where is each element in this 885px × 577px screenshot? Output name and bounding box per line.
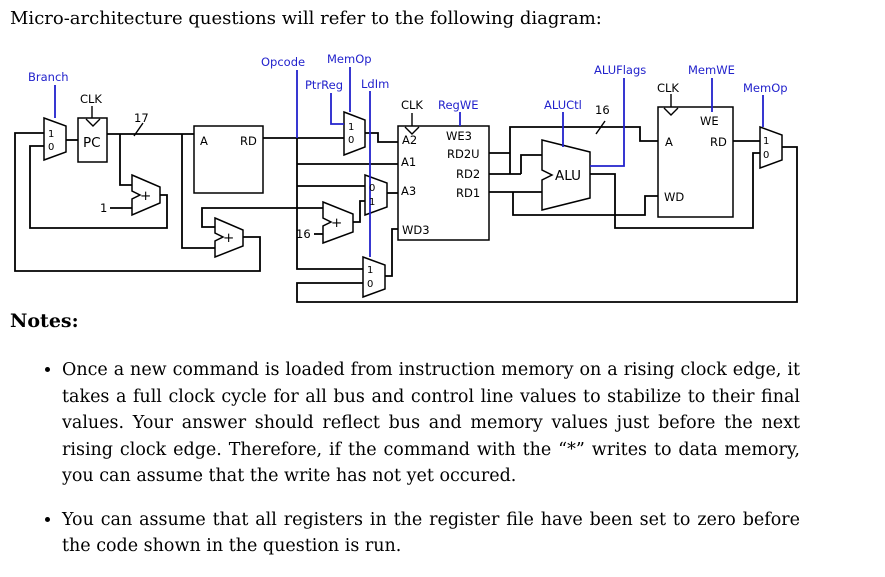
instruction-memory bbox=[193, 125, 264, 194]
label-buswidth-16: 16 bbox=[595, 103, 610, 117]
label-wd3mux-1: 1 bbox=[367, 265, 373, 276]
label-dmem-we: WE bbox=[700, 114, 719, 128]
signal-aluflags bbox=[590, 78, 625, 167]
bus-slash-17 bbox=[133, 122, 144, 137]
label-ptrregmux-1: 1 bbox=[348, 122, 354, 133]
label-dmem-wd: WD bbox=[664, 190, 684, 204]
label-const-1: 1 bbox=[100, 201, 107, 215]
pc-plus1-adder bbox=[131, 173, 161, 217]
label-clk-pc: CLK bbox=[80, 92, 102, 106]
label-a3mux-0: 0 bbox=[369, 183, 375, 194]
label-a3: A3 bbox=[401, 184, 416, 198]
label-dmem-a: A bbox=[665, 135, 673, 149]
wire-branch-target-loop bbox=[14, 132, 261, 272]
label-branchmux-1: 1 bbox=[48, 129, 54, 140]
label-memwe: MemWE bbox=[688, 63, 735, 77]
label-dmem-rd: RD bbox=[710, 135, 727, 149]
label-const-16: 16 bbox=[296, 227, 311, 241]
wire-mem-address bbox=[509, 126, 658, 174]
label-plus-branchadder: + bbox=[223, 230, 234, 246]
wire-store-data bbox=[512, 192, 658, 216]
a3-mux bbox=[364, 173, 388, 217]
page: { "title": "Micro-architecture questions… bbox=[0, 0, 885, 555]
label-plus-adder1: + bbox=[140, 188, 151, 204]
wire-alu-result bbox=[590, 152, 760, 229]
label-ptrreg: PtrReg bbox=[305, 78, 343, 92]
label-opcode: Opcode bbox=[261, 55, 305, 69]
label-a1: A1 bbox=[401, 155, 416, 169]
note-item-clock-cycle: Once a new command is loaded from instru… bbox=[62, 357, 800, 490]
alu-unit bbox=[541, 139, 591, 211]
signal-ptrreg bbox=[330, 93, 344, 125]
wire-a2-route bbox=[365, 132, 398, 143]
label-pc: PC bbox=[83, 135, 101, 151]
label-a2: A2 bbox=[402, 133, 417, 147]
label-aluctl: ALUCtl bbox=[544, 98, 582, 112]
wire-imm-vertical bbox=[296, 138, 363, 270]
page-title: Micro-architecture questions will refer … bbox=[10, 8, 602, 29]
notes-section: Notes: Once a new command is loaded from… bbox=[10, 310, 800, 577]
clock-triangle-datamem bbox=[663, 107, 679, 116]
branch-mux bbox=[43, 116, 67, 162]
clock-triangle-regfile bbox=[404, 126, 420, 135]
label-alu: ALU bbox=[555, 168, 581, 184]
wire-alu-operand-a bbox=[520, 154, 542, 174]
label-aluflags: ALUFlags bbox=[594, 63, 646, 77]
ptrreg-mux bbox=[343, 110, 366, 157]
wire-pc-to-branchadder bbox=[181, 134, 215, 249]
label-memoutmux-1: 1 bbox=[763, 136, 769, 147]
wire-wd3mux-out bbox=[385, 228, 398, 277]
wd3-mux bbox=[362, 255, 386, 299]
imm16-adder bbox=[322, 200, 354, 245]
label-memop-left: MemOp bbox=[327, 52, 372, 66]
label-imem-rd: RD bbox=[240, 134, 257, 148]
notes-list: Once a new command is loaded from instru… bbox=[10, 357, 800, 560]
label-memoutmux-0: 0 bbox=[763, 150, 769, 161]
bus-slash-16 bbox=[595, 120, 606, 135]
wire-writeback-loop bbox=[296, 146, 798, 303]
label-buswidth-17: 17 bbox=[134, 111, 149, 125]
note-item-registers-zero: You can assume that all registers in the… bbox=[62, 507, 800, 560]
label-plus-imm16adder: + bbox=[331, 215, 342, 231]
label-ptrregmux-0: 0 bbox=[348, 135, 354, 146]
branch-adder bbox=[214, 216, 244, 259]
label-wd3mux-0: 0 bbox=[367, 279, 373, 290]
register-file bbox=[397, 125, 490, 241]
label-rd2: RD2 bbox=[456, 167, 480, 181]
label-rd1: RD1 bbox=[456, 186, 480, 200]
wire-adder16-out bbox=[353, 200, 365, 223]
data-memory bbox=[657, 106, 734, 218]
label-imem-a: A bbox=[200, 134, 208, 148]
label-we3: WE3 bbox=[446, 129, 472, 143]
label-clk-datamem: CLK bbox=[657, 81, 679, 95]
label-a3mux-1: 1 bbox=[369, 197, 375, 208]
label-rd2u: RD2U bbox=[447, 147, 480, 161]
label-branch: Branch bbox=[28, 70, 69, 84]
wire-imm-to-branchadder bbox=[201, 207, 323, 228]
label-memop-right: MemOp bbox=[743, 81, 788, 95]
microarchitecture-diagram: Branch Opcode MemOp PtrReg LdIm RegWE AL… bbox=[14, 52, 798, 303]
wire-pc-to-adder1 bbox=[119, 134, 132, 186]
label-regwe: RegWE bbox=[438, 98, 479, 112]
label-ldim: LdIm bbox=[361, 77, 389, 91]
label-wd3: WD3 bbox=[402, 223, 430, 237]
memout-mux bbox=[759, 125, 783, 170]
label-clk-regfile: CLK bbox=[401, 98, 423, 112]
clock-triangle-pc bbox=[85, 118, 101, 127]
wire-pc-plus1-loop bbox=[29, 145, 168, 229]
label-branchmux-0: 0 bbox=[48, 142, 54, 153]
notes-heading: Notes: bbox=[10, 310, 79, 332]
